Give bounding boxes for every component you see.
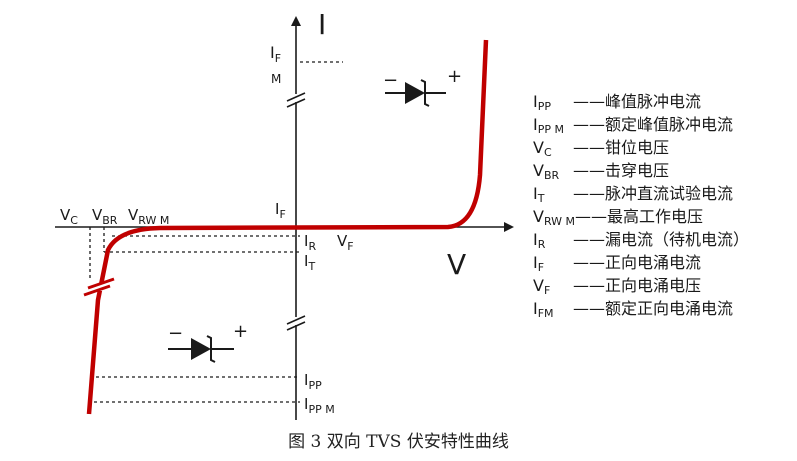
axis-break-bottom — [286, 315, 306, 331]
svg-text:+: + — [233, 321, 248, 342]
svg-text:+: + — [447, 66, 462, 87]
svg-text:−: − — [383, 70, 398, 91]
curve-break — [83, 277, 115, 297]
label-vc: VC — [60, 206, 78, 227]
label-if-top: IF — [270, 43, 281, 65]
iv-curve — [86, 39, 489, 415]
legend-symbol: IPP M — [533, 115, 564, 136]
label-vbr: VBR — [92, 206, 118, 227]
legend-description: ——峰值脉冲电流 — [573, 92, 702, 111]
legend-symbol: IPP — [533, 92, 551, 113]
legend-description: ——击穿电压 — [573, 161, 670, 180]
voltage-axis-title: V — [447, 248, 466, 281]
legend-description: ——额定正向电涌电流 — [573, 299, 734, 318]
legend-row: VRW M——最高工作电压 — [533, 205, 793, 228]
legend-description: ——正向电涌电流 — [573, 253, 702, 272]
axis-break-top — [286, 92, 306, 108]
figure-caption: 图 3 双向 TVS 伏安特性曲线 — [288, 432, 509, 452]
current-axis-title: I — [318, 8, 326, 41]
legend-description: ——最高工作电压 — [575, 207, 704, 226]
legend-row: IF ——正向电涌电流 — [533, 251, 793, 274]
legend-symbol: VF — [533, 276, 551, 297]
tvs-diode-symbol-forward: − + — [383, 66, 462, 107]
svg-text:−: − — [168, 323, 183, 344]
legend-symbol: VRW M — [533, 207, 576, 228]
legend-symbol: VC — [533, 138, 552, 159]
legend-row: IPP M ——额定峰值脉冲电流 — [533, 113, 793, 136]
legend-row: IR ——漏电流（待机电流） — [533, 228, 793, 251]
label-vf: VF — [337, 232, 354, 253]
legend: IPP ——峰值脉冲电流 IPP M ——额定峰值脉冲电流 VC ——钳位电压 VBR ——击… — [533, 90, 793, 320]
label-ifm-m: M — [271, 72, 281, 86]
legend-symbol: IF — [533, 253, 545, 274]
legend-symbol: VBR — [533, 161, 560, 182]
legend-symbol: IFM — [533, 299, 554, 320]
label-ipp: IPP — [304, 371, 322, 392]
label-it: IT — [304, 252, 315, 273]
legend-row: VC ——钳位电压 — [533, 136, 793, 159]
legend-row: IT ——脉冲直流试验电流 — [533, 182, 793, 205]
legend-row: IFM ——额定正向电涌电流 — [533, 297, 793, 320]
legend-symbol: IR — [533, 230, 546, 251]
legend-description: ——正向电涌电压 — [573, 276, 702, 295]
legend-row: IPP ——峰值脉冲电流 — [533, 90, 793, 113]
tvs-diode-symbol-reverse: − + — [168, 321, 248, 363]
label-vrwm: VRW M — [128, 206, 169, 227]
legend-row: VF ——正向电涌电压 — [533, 274, 793, 297]
legend-description: ——漏电流（待机电流） — [573, 230, 750, 249]
label-if-axis: IF — [275, 200, 286, 221]
legend-description: ——脉冲直流试验电流 — [573, 184, 734, 203]
label-ippm: IPP M — [304, 395, 335, 416]
label-ir: IR — [304, 232, 316, 253]
legend-description: ——钳位电压 — [573, 138, 670, 157]
legend-row: VBR ——击穿电压 — [533, 159, 793, 182]
reference-lines — [88, 61, 343, 403]
legend-symbol: IT — [533, 184, 545, 205]
legend-description: ——额定峰值脉冲电流 — [573, 115, 734, 134]
